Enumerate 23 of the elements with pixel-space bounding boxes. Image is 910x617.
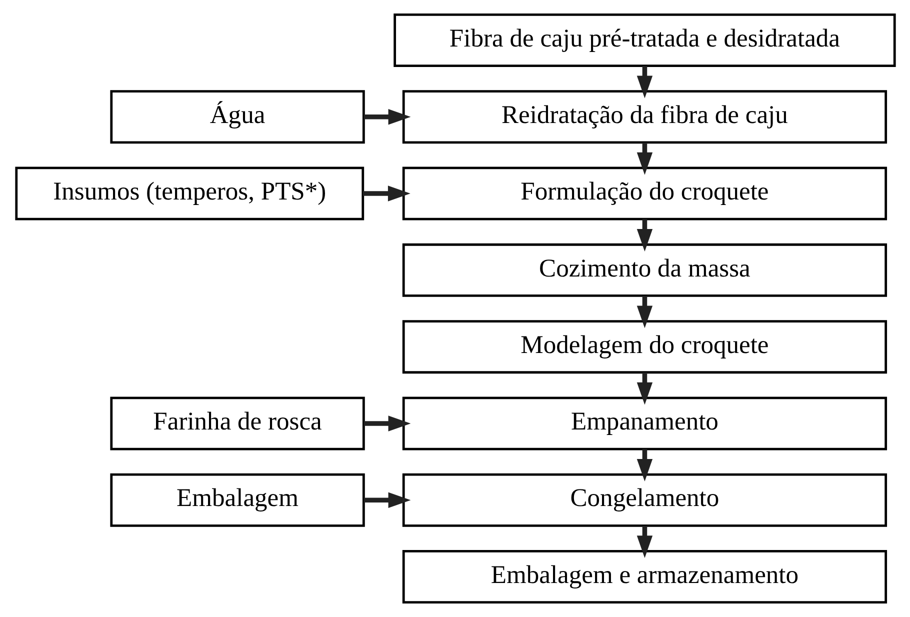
- arrow: [364, 492, 410, 508]
- arrow: [636, 526, 652, 558]
- node-box: Embalagem: [110, 473, 364, 527]
- node-box: Empanamento: [402, 396, 887, 450]
- node-box: Congelamento: [402, 473, 887, 527]
- arrow: [636, 372, 652, 405]
- node-box: Reidratação da fibra de caju: [402, 90, 887, 144]
- node-box: Embalagem e armazenamento: [402, 550, 887, 604]
- node-box: Modelagem do croquete: [402, 320, 887, 374]
- arrow: [636, 296, 652, 328]
- arrow: [362, 186, 410, 202]
- node-box: Cozimento da massa: [402, 243, 887, 297]
- arrow: [636, 219, 652, 252]
- arrow: [636, 66, 652, 98]
- arrow: [364, 416, 410, 432]
- node-box: Farinha de rosca: [110, 396, 364, 450]
- arrow: [636, 449, 652, 482]
- arrow: [636, 142, 652, 175]
- node-box: Formulação do croquete: [402, 166, 887, 220]
- arrow: [364, 109, 410, 125]
- node-box: Fibra de caju pré-tratada e desidratada: [393, 14, 896, 67]
- node-box: Água: [110, 90, 364, 144]
- node-box: Insumos (temperos, PTS*): [14, 166, 364, 220]
